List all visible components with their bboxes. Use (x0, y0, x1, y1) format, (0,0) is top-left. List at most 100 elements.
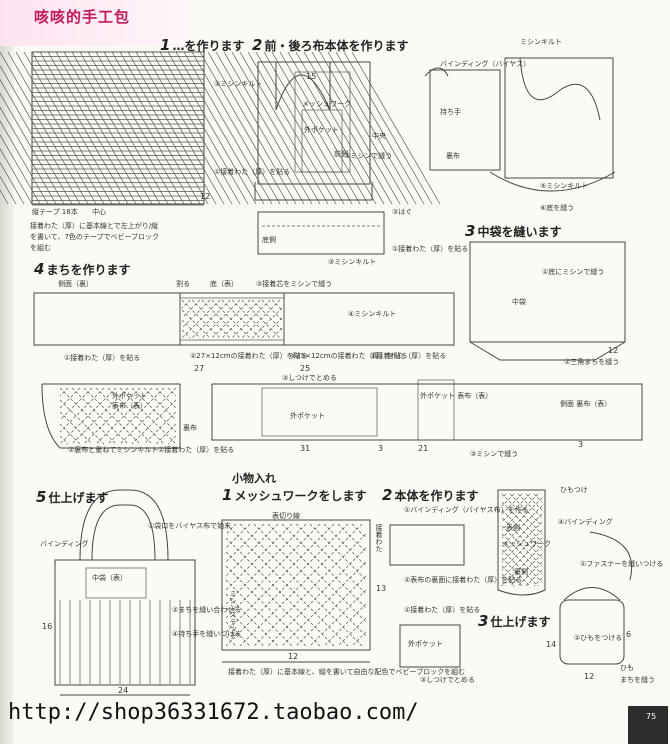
s3-label-a: ①底にミシンで縫う (542, 268, 605, 276)
s2-label-n: ⑤ミシンキルト (540, 182, 589, 190)
dim-3b: 3 (578, 440, 584, 449)
s2-label-q: 中央 (372, 132, 386, 140)
shop-logo-banner: 咳咳的手工包 (0, 0, 190, 46)
s2-label-a: ③ミシンキルト (214, 80, 263, 88)
front-back-panel-diagram (254, 57, 616, 255)
page-corner-tab (628, 706, 668, 744)
p1-label-d: ミシンステッチ (229, 590, 237, 639)
p3-label-b: ②ひもをつける (574, 634, 623, 642)
s2-label-l: ミシンキルト (520, 38, 562, 46)
p2-label-i: ①接着わた（厚）を貼る (404, 606, 481, 614)
p1-label-b: 接着わた (375, 524, 383, 552)
dim-24: 24 (118, 686, 129, 695)
finished-tote-diagram (54, 489, 196, 696)
s4-label-d: ③接着芯をミシンで縫う (256, 280, 333, 288)
dim-12: 12 (200, 192, 211, 201)
dim-25: 25 (300, 364, 311, 373)
pouch-title: 小物入れ (232, 472, 276, 485)
dim-15: 15 (306, 72, 317, 81)
s2-label-k: バインディング（バイヤス） (440, 60, 531, 68)
s3-label-b: 中袋 (512, 298, 526, 306)
s4-label-b: 割る (176, 280, 190, 288)
step1-title: 1…を作ります (160, 36, 245, 54)
step1-note-2: を書いて、7色のテープでベビーブロック (30, 233, 160, 241)
dim-21: 21 (418, 444, 429, 453)
dim-6: 6 (626, 630, 632, 639)
p2-label-g: ③しつけでとめる (420, 676, 475, 684)
p1-label-a: 表切り線 (272, 512, 300, 520)
p3-label-d: まちを縫う (620, 676, 655, 684)
s4-label-e: ④ミシンキルト (348, 310, 397, 318)
dim-27: 27 (194, 364, 205, 373)
s5-label-a: ①袋口をバイヤス布で始末 (148, 522, 232, 530)
p3-label-a: ①ファスナーを縫いつける (580, 560, 664, 568)
s4-label-s: 側面 裏布（表） (560, 400, 612, 408)
inner-bag-diagram (469, 241, 626, 361)
gusset-strip-diagrams (33, 292, 643, 449)
s4-label-n: ①接着わた（厚）を貼る (158, 446, 235, 454)
dim-13: 13 (376, 584, 387, 593)
dim-12c: 12 (288, 652, 299, 661)
s5-label-d: ④持ち手を縫いつける (172, 630, 242, 638)
s5-label-e: ②まちを縫い合わせる (172, 606, 242, 614)
s2-label-j: 底側 (262, 236, 276, 244)
p2-label-b: 表側 (506, 524, 520, 532)
p3-label-c: ひも (620, 664, 634, 672)
s4-label-m: ②裏布と重ねてミシンキルト (68, 446, 159, 454)
s4-label-j: ③しつけでとめる (282, 374, 337, 382)
p2-label-d: ひもつけ (560, 486, 588, 494)
s2-label-d: メッシュワーク (302, 100, 351, 108)
p2-label-e: 裏側 (514, 568, 528, 576)
s4-label-a: 側面（裏） (58, 280, 93, 288)
p2-label-f: ②表布の裏面に接着わた（厚）を貼る (404, 576, 523, 584)
s4-label-r: 裏布 (183, 424, 197, 432)
s2-label-e: 外ポケット (304, 126, 339, 134)
s4-label-o: 外ポケット (290, 412, 325, 420)
s2-label-o: ⑥底を縫う (540, 204, 575, 212)
pouch-body-diagram (389, 489, 633, 668)
s2-label-h: ①接着わた（厚）を貼る (392, 245, 469, 253)
s4-label-g: ②27×12cmの接着わた（厚）を貼る (190, 352, 308, 360)
s2-label-f: 前側 (334, 150, 348, 158)
dim-3: 3 (378, 444, 384, 453)
baby-block-weave-diagram (0, 51, 441, 206)
s4-label-f: ①接着わた（厚）を貼る (64, 354, 141, 362)
dim-14: 14 (546, 640, 557, 649)
step1-note-3: を組む (30, 244, 51, 252)
s5-label-c: 中袋（表） (92, 574, 127, 582)
dim-12b: 12 (608, 346, 619, 355)
s4-label-l: 表布（表） (112, 402, 147, 410)
s3-label-c: ②三角まちを縫う (564, 358, 620, 366)
s4-label-i: ①接着わた（厚）を貼る (370, 352, 447, 360)
pouch-mesh-square-diagram (221, 519, 371, 663)
p2-label-j: ④バインディング (558, 518, 613, 526)
center-label: 中心 (92, 208, 106, 216)
s2-label-p: 裏布 (446, 152, 460, 160)
s4-label-k: 外ポケット (112, 392, 147, 400)
s4-label-c: 底（表） (210, 280, 238, 288)
page-number: 75 (646, 712, 657, 721)
s2-label-i: ③ミシンキルト (328, 258, 377, 266)
dim-12d: 12 (584, 672, 595, 681)
dim-31: 31 (300, 444, 311, 453)
p1-label-c: 接着わた（厚）に基本線と、縦を書いて自由な配色でベビーブロックを組む (228, 668, 466, 676)
s5-label-b: バインディング (40, 540, 89, 548)
s2-label-c: ②ミシンで縫う (344, 152, 393, 160)
p2-label-c: メッシュワーク (502, 540, 551, 548)
logo-text: 咳咳的手工包 (34, 8, 131, 26)
p2-label-h: 外ポケット (408, 640, 443, 648)
s4-label-h: ②25×12cmの接着わた（厚）を貼る (290, 352, 408, 360)
s2-label-m: 持ち手 (440, 108, 461, 116)
tape-count-label: 縦テープ 18本 (32, 208, 78, 216)
s4-label-q: 外ポケット 表布（表） (420, 392, 493, 400)
s2-label-g: ③はぐ (392, 208, 413, 216)
s4-label-p: ③ミシンで縫う (470, 450, 519, 458)
p2-label-a: ①バインディング（バイヤス布）を作る (404, 506, 529, 514)
